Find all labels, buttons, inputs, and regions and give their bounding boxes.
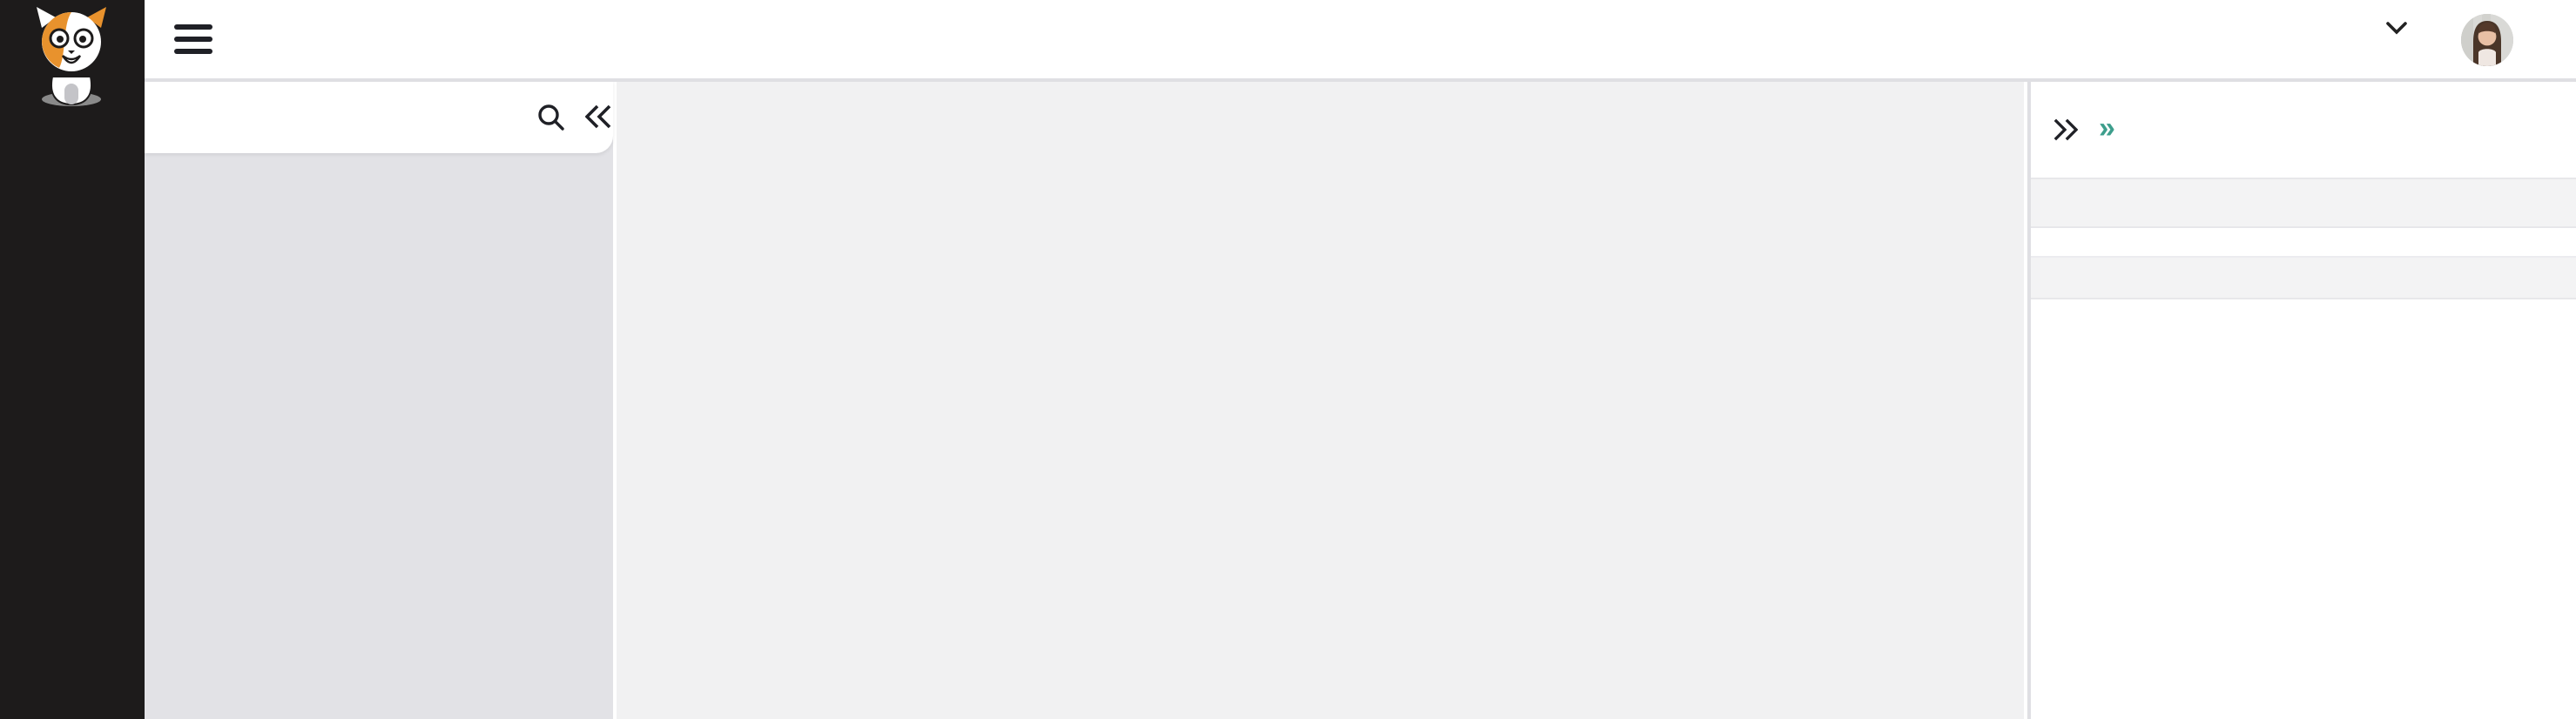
table-spacer [2031, 228, 2576, 258]
flow-direction-icon: » [2099, 111, 2115, 144]
breadcrumb: » [2031, 80, 2576, 178]
avatar-photo [2461, 14, 2513, 66]
cluster-selector[interactable] [2372, 21, 2407, 35]
topbar-divider [145, 78, 2576, 82]
search-input[interactable] [145, 99, 526, 134]
user-avatar[interactable] [2461, 14, 2513, 66]
expand-panel-icon[interactable] [2052, 118, 2078, 140]
more-section-header [2031, 258, 2576, 299]
top-bar [145, 0, 2576, 78]
search-icon[interactable] [526, 92, 575, 141]
filter-sidebar [145, 80, 613, 719]
traffic-table-header [2031, 178, 2576, 228]
hamburger-menu-icon[interactable] [174, 24, 212, 54]
service-graph-canvas[interactable] [617, 80, 2024, 719]
detail-panel: » [2027, 80, 2576, 719]
search-card [145, 80, 613, 153]
left-icon-rail [0, 0, 145, 719]
calico-cat-logo[interactable] [17, 3, 125, 108]
chevron-down-icon [2386, 22, 2407, 35]
collapse-sidebar-icon[interactable] [575, 92, 624, 141]
